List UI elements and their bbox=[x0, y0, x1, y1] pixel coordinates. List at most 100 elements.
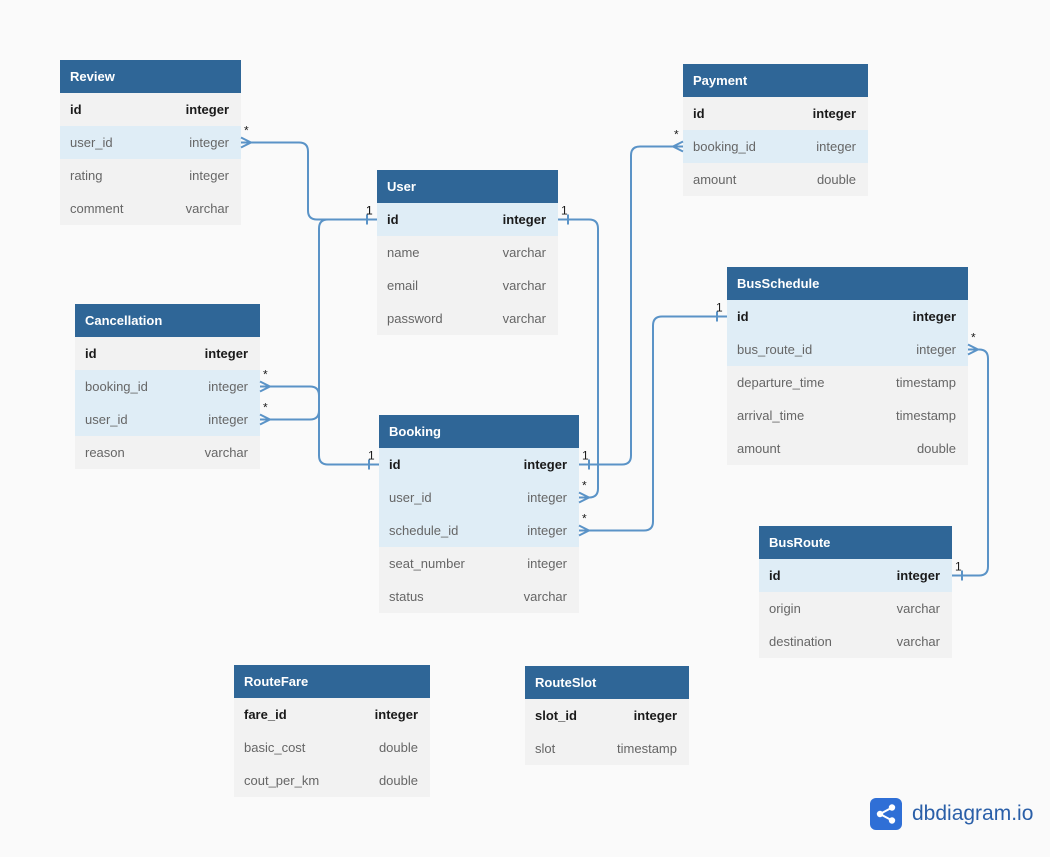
table-header[interactable]: Cancellation bbox=[75, 304, 260, 337]
field-name: slot_id bbox=[535, 708, 577, 723]
field-type: varchar bbox=[502, 245, 546, 260]
field-type: timestamp bbox=[896, 408, 956, 423]
field-row[interactable]: seat_number integer bbox=[379, 547, 579, 580]
field-type: double bbox=[816, 172, 856, 187]
field-name: schedule_id bbox=[389, 523, 459, 538]
field-type: varchar bbox=[502, 311, 546, 326]
field-type: integer bbox=[185, 102, 229, 117]
field-row[interactable]: fare_id integer bbox=[234, 698, 430, 731]
field-name: departure_time bbox=[737, 375, 825, 390]
table-header[interactable]: RouteSlot bbox=[525, 666, 689, 699]
field-name: name bbox=[387, 245, 420, 260]
table-header[interactable]: BusSchedule bbox=[727, 267, 968, 300]
table-header[interactable]: User bbox=[377, 170, 558, 203]
field-name: user_id bbox=[389, 490, 432, 505]
table-header[interactable]: Payment bbox=[683, 64, 868, 97]
field-row[interactable]: name varchar bbox=[377, 236, 558, 269]
field-row[interactable]: user_id integer bbox=[75, 403, 260, 436]
one-cardinality-label: 1 bbox=[366, 204, 373, 218]
field-name: user_id bbox=[85, 412, 128, 427]
field-name: basic_cost bbox=[244, 740, 306, 755]
relationship-line[interactable] bbox=[260, 218, 377, 421]
field-row[interactable]: departure_time timestamp bbox=[727, 366, 968, 399]
many-marker bbox=[240, 136, 252, 144]
field-name: amount bbox=[693, 172, 737, 187]
field-row[interactable]: amount double bbox=[683, 163, 868, 196]
field-type: integer bbox=[208, 379, 248, 394]
many-marker bbox=[259, 385, 271, 393]
field-type: integer bbox=[527, 490, 567, 505]
table-header[interactable]: Review bbox=[60, 60, 241, 93]
field-type: integer bbox=[502, 212, 546, 227]
many-marker bbox=[672, 140, 684, 148]
field-row[interactable]: basic_cost double bbox=[234, 731, 430, 764]
field-type: integer bbox=[527, 556, 567, 571]
many-cardinality-label: * bbox=[674, 128, 679, 142]
field-row[interactable]: id integer bbox=[727, 300, 968, 333]
field-name: id bbox=[737, 309, 749, 324]
field-type: integer bbox=[374, 707, 418, 722]
field-row[interactable]: user_id integer bbox=[379, 481, 579, 514]
relationship-line[interactable] bbox=[579, 145, 683, 466]
field-type: integer bbox=[812, 106, 856, 121]
table-header[interactable]: RouteFare bbox=[234, 665, 430, 698]
many-marker bbox=[967, 348, 979, 356]
many-marker bbox=[967, 343, 979, 351]
field-name: bus_route_id bbox=[737, 342, 813, 357]
relationship-line[interactable] bbox=[260, 385, 379, 466]
many-cardinality-label: * bbox=[244, 124, 249, 138]
field-type: integer bbox=[916, 342, 956, 357]
field-type: integer bbox=[527, 523, 567, 538]
table-header[interactable]: BusRoute bbox=[759, 526, 952, 559]
field-row[interactable]: bus_route_id integer bbox=[727, 333, 968, 366]
field-row[interactable]: id integer bbox=[377, 203, 558, 236]
table-routefare[interactable]: RouteFare fare_id integer basic_cost double c… bbox=[234, 665, 430, 797]
field-type: integer bbox=[912, 309, 956, 324]
field-type: integer bbox=[208, 412, 248, 427]
dbdiagram-logo[interactable]: dbdiagram.io bbox=[870, 798, 1033, 830]
one-cardinality-label: 1 bbox=[561, 204, 568, 218]
field-name: id bbox=[70, 102, 82, 117]
many-cardinality-label: * bbox=[263, 401, 268, 415]
field-type: integer bbox=[896, 568, 940, 583]
table-header[interactable]: Booking bbox=[379, 415, 579, 448]
field-row[interactable]: schedule_id integer bbox=[379, 514, 579, 547]
one-cardinality-label: 1 bbox=[582, 449, 589, 463]
field-type: double bbox=[378, 740, 418, 755]
field-name: seat_number bbox=[389, 556, 465, 571]
field-name: id bbox=[387, 212, 399, 227]
field-row[interactable]: id integer bbox=[60, 93, 241, 126]
relationship-line[interactable] bbox=[579, 315, 727, 532]
table-busschedule[interactable]: BusSchedule id integer bus_route_id integer d… bbox=[727, 267, 968, 465]
relationship-line[interactable] bbox=[241, 141, 377, 221]
field-type: timestamp bbox=[896, 375, 956, 390]
field-name: fare_id bbox=[244, 707, 287, 722]
